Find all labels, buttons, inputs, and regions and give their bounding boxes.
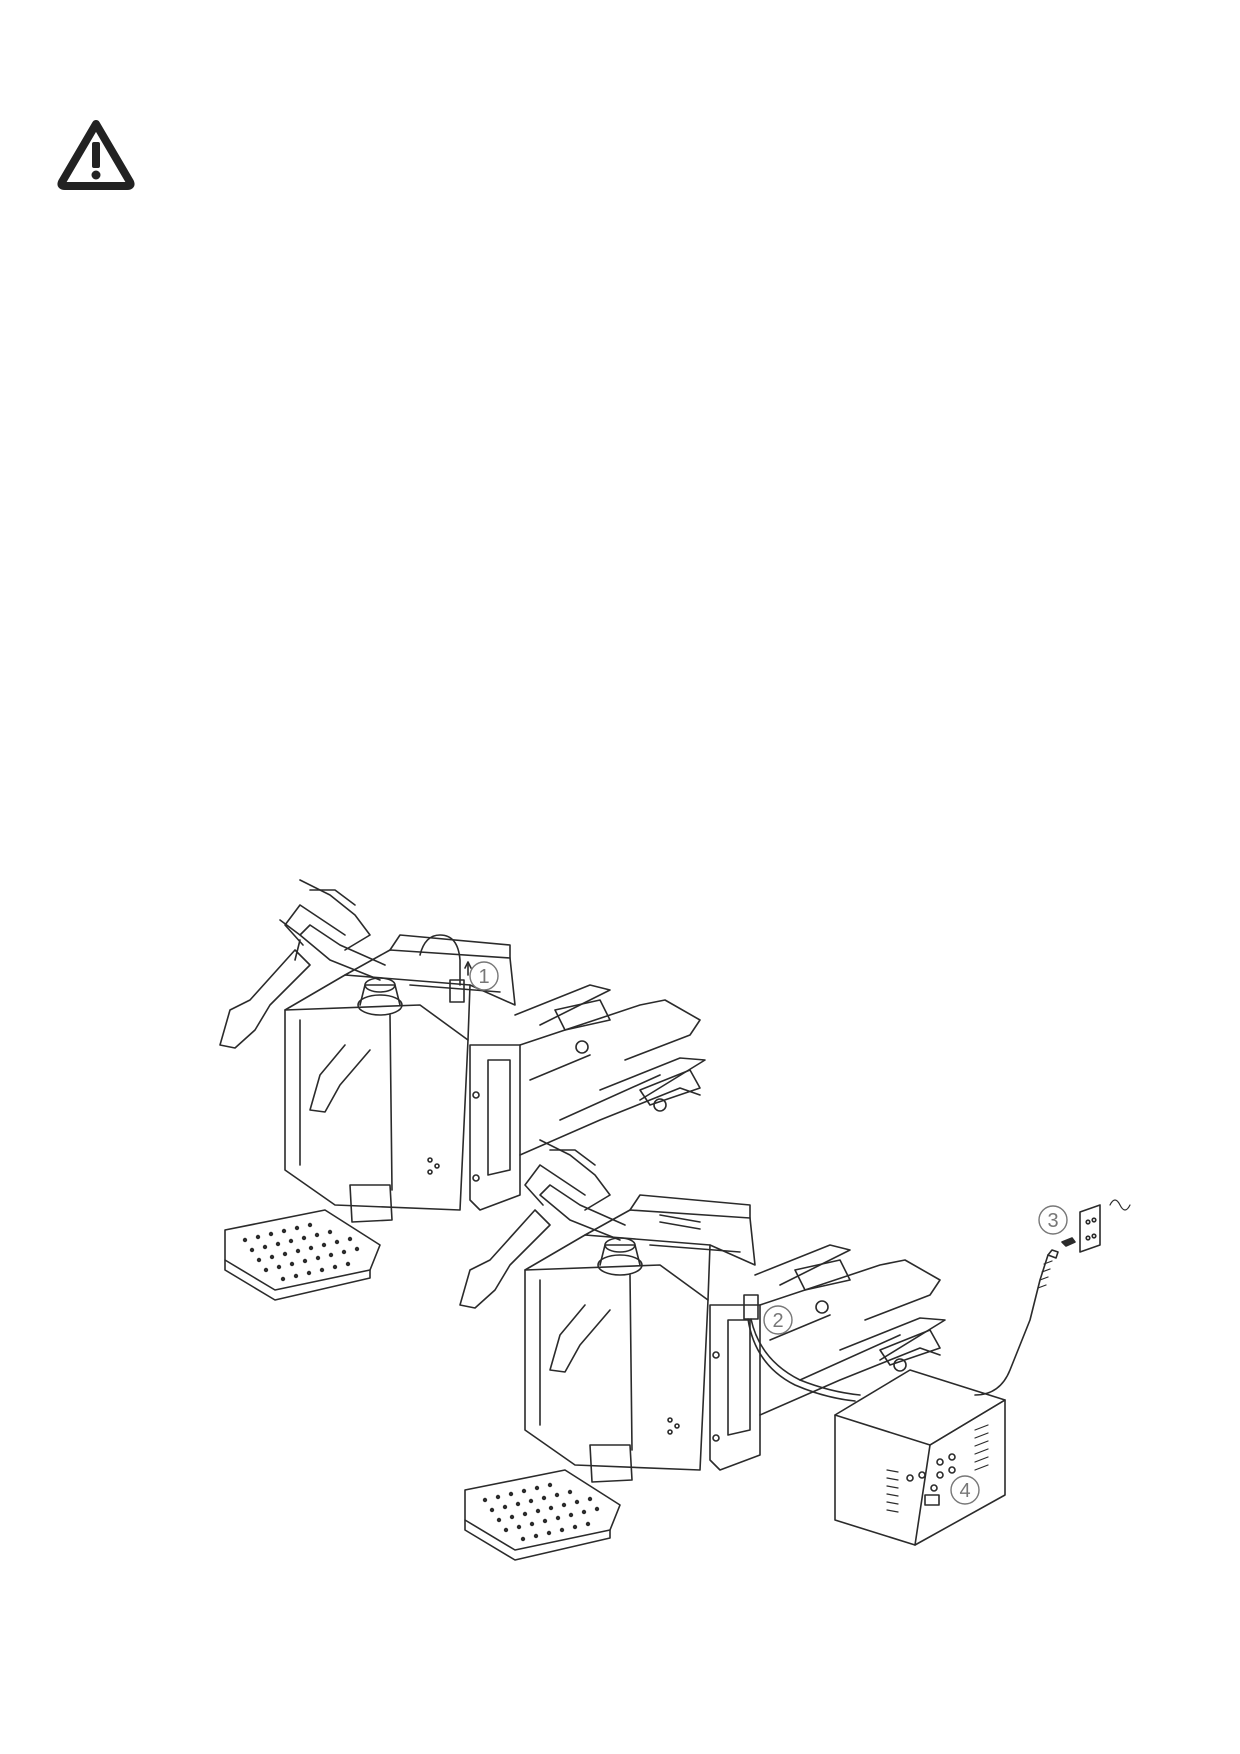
pallet-truck-upper [219, 879, 706, 1301]
callout-2-label: 2 [772, 1310, 783, 1332]
callout-4: 4 [950, 1475, 980, 1505]
platform-grip-pattern-lower [482, 1482, 600, 1542]
battery-charger [834, 1249, 1059, 1546]
wall-outlet [1061, 1199, 1131, 1253]
callout-2: 2 [763, 1305, 793, 1335]
callout-3: 3 [1038, 1205, 1068, 1235]
warning-triangle-icon [57, 120, 135, 190]
platform-grip-pattern-upper [242, 1222, 360, 1282]
callout-1: 1 [469, 961, 499, 991]
callout-4-label: 4 [959, 1480, 970, 1502]
callout-3-label: 3 [1047, 1210, 1058, 1232]
pallet-truck-lower [459, 1139, 946, 1561]
callout-1-label: 1 [478, 966, 489, 988]
